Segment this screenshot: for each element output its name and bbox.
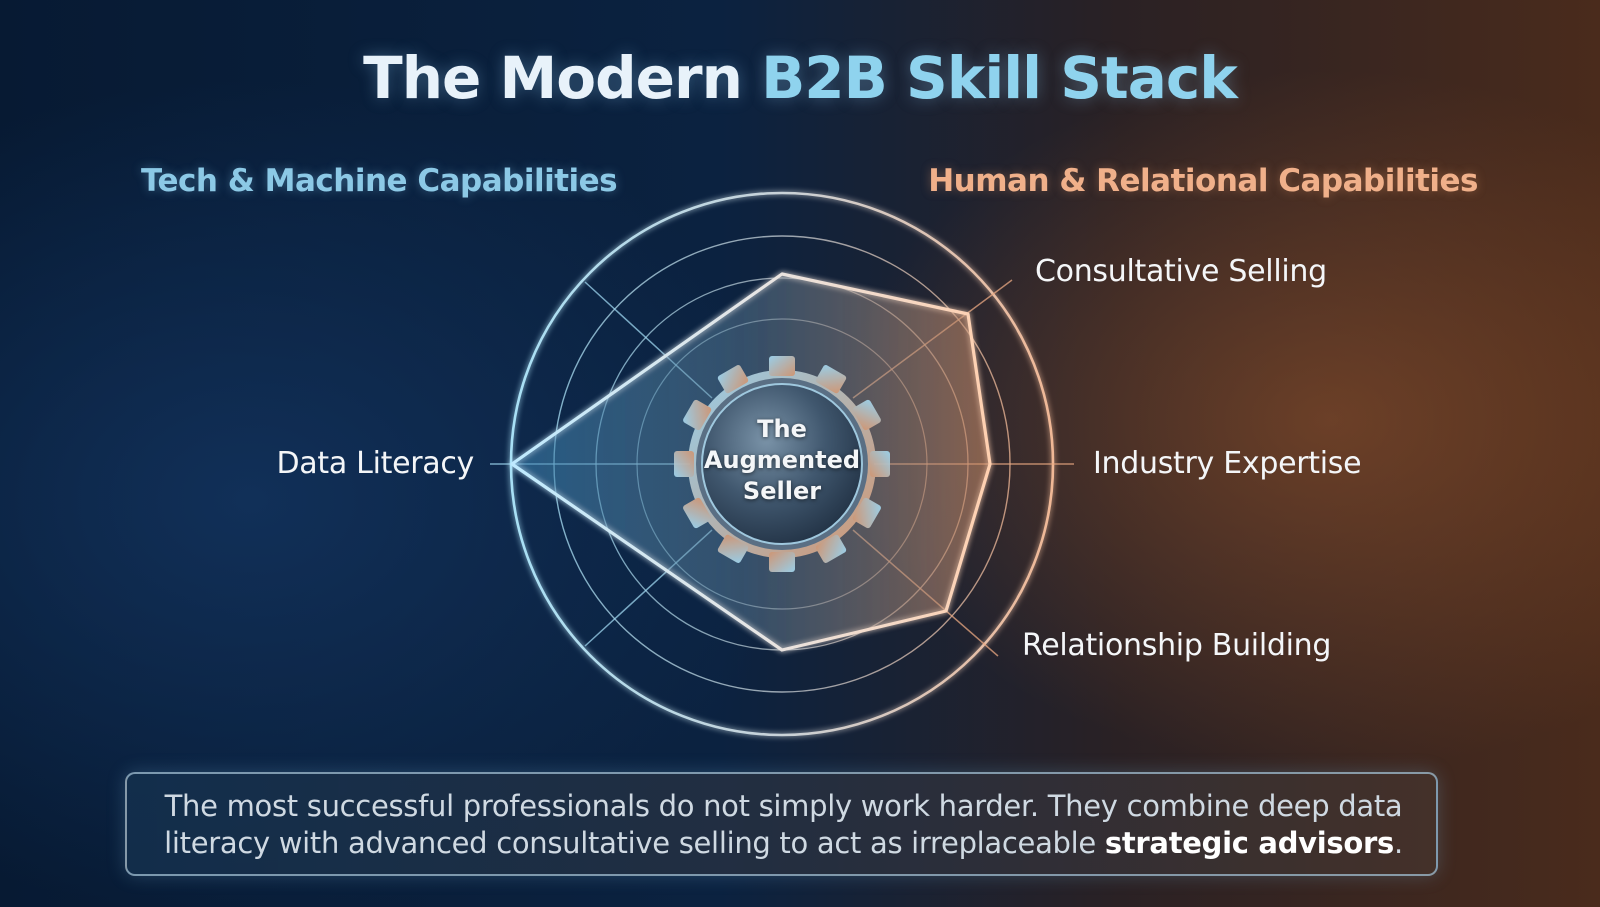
summary-body: The most successful professionals do not… bbox=[164, 789, 1403, 860]
hub-label: The Augmented Seller bbox=[700, 414, 864, 507]
human-capabilities-heading: Human & Relational Capabilities bbox=[928, 163, 1478, 199]
title-accent: B2B Skill Stack bbox=[761, 44, 1238, 112]
gear-icon bbox=[674, 356, 890, 572]
hub-label-line: The bbox=[757, 415, 807, 443]
hub-disc bbox=[701, 383, 863, 545]
hub-label-line: Seller bbox=[742, 477, 822, 505]
hub-label-line: Augmented bbox=[703, 446, 861, 474]
summary-emphasis: strategic advisors bbox=[1104, 826, 1394, 860]
tech-capabilities-heading: Tech & Machine Capabilities bbox=[141, 163, 618, 199]
page-title: The Modern B2B Skill Stack bbox=[0, 44, 1600, 112]
summary-end: . bbox=[1393, 826, 1403, 860]
summary-callout: The most successful professionals do not… bbox=[125, 772, 1438, 876]
axis-label-consultative-selling: Consultative Selling bbox=[1035, 254, 1327, 289]
axis-label-industry-expertise: Industry Expertise bbox=[1093, 446, 1362, 481]
summary-text: The most successful professionals do not… bbox=[127, 788, 1440, 862]
title-prefix: The Modern bbox=[363, 44, 743, 112]
axis-label-data-literacy: Data Literacy bbox=[276, 446, 474, 481]
axis-label-relationship-building: Relationship Building bbox=[1022, 628, 1332, 663]
